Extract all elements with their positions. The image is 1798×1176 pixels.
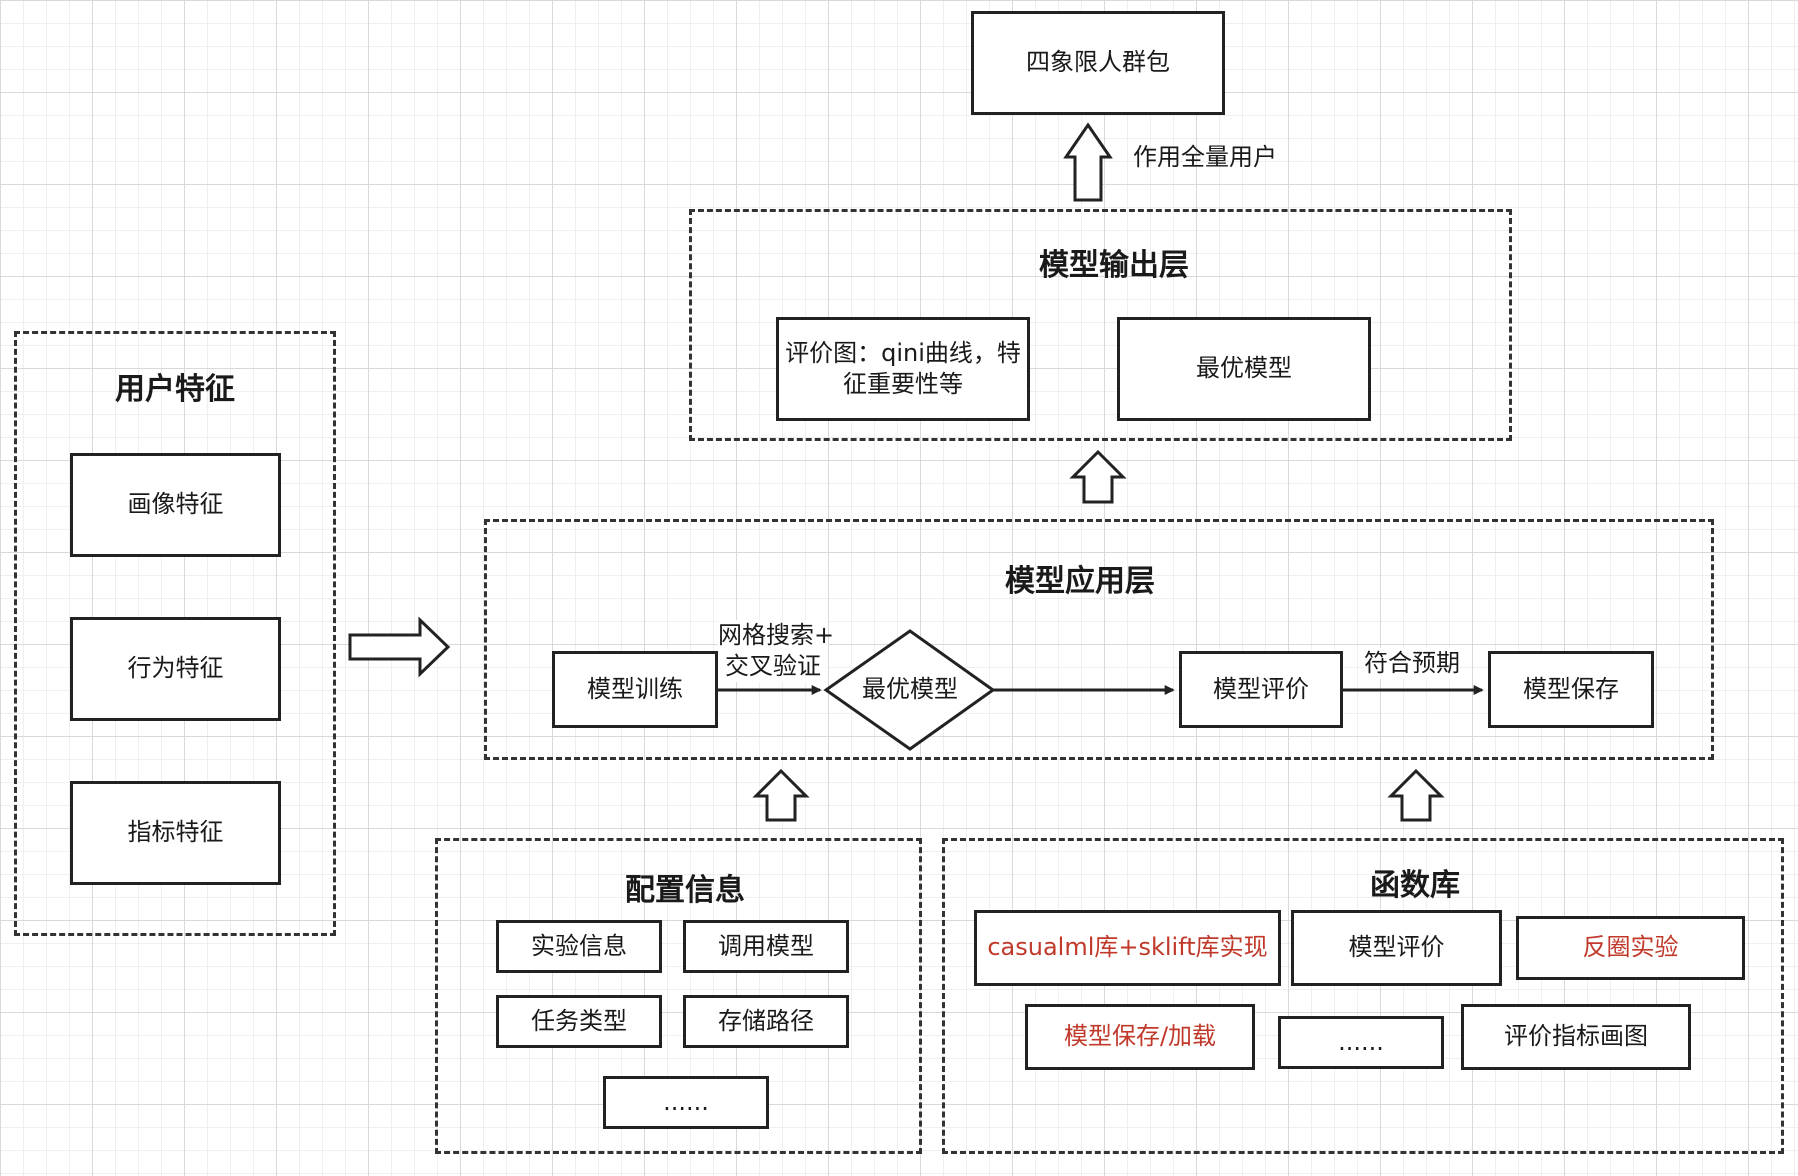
meets-expectation-label: 符合预期 xyxy=(1364,648,1460,680)
up-arrow-from-config xyxy=(752,768,810,822)
metric-features-box[interactable]: 指标特征 xyxy=(70,781,281,885)
behavior-features-box[interactable]: 行为特征 xyxy=(70,617,281,721)
config-more-box[interactable]: ...... xyxy=(603,1076,769,1129)
up-arrow-from-library xyxy=(1387,768,1445,822)
counter-circle-experiment-box[interactable]: 反圈实验 xyxy=(1516,916,1745,980)
task-type-box[interactable]: 任务类型 xyxy=(496,995,662,1048)
best-model-diamond xyxy=(823,629,996,751)
model-application-layer xyxy=(484,519,1714,760)
model-save-box[interactable]: 模型保存 xyxy=(1488,651,1654,728)
right-arrow-to-application-layer xyxy=(348,616,451,678)
grid-search-label: 网格搜索+ 交叉验证 xyxy=(718,620,834,683)
portrait-features-box[interactable]: 画像特征 xyxy=(70,453,281,557)
model-output-layer xyxy=(689,209,1512,441)
decision-best-model-label[interactable]: 最优模型 xyxy=(862,675,958,703)
library-more-box[interactable]: ...... xyxy=(1278,1016,1444,1069)
model-training-box[interactable]: 模型训练 xyxy=(552,651,718,728)
up-arrow-to-output-layer xyxy=(1069,449,1127,504)
up-arrow-to-crowd-pack xyxy=(1063,122,1113,202)
model-output-layer-title: 模型输出层 xyxy=(1039,248,1189,283)
eval-metric-plot-box[interactable]: 评价指标画图 xyxy=(1461,1004,1691,1070)
model-application-layer-title: 模型应用层 xyxy=(1005,564,1155,599)
config-info-group xyxy=(435,838,922,1154)
evaluation-chart-box[interactable]: 评价图：qini曲线，特征重要性等 xyxy=(776,317,1030,421)
storage-path-box[interactable]: 存储路径 xyxy=(683,995,849,1048)
crowd-pack-box[interactable]: 四象限人群包 xyxy=(971,11,1225,115)
causalml-sklift-box[interactable]: casualml库+sklift库实现 xyxy=(974,910,1281,986)
user-features-title: 用户特征 xyxy=(115,372,235,407)
output-best-model-box[interactable]: 最优模型 xyxy=(1117,317,1371,421)
model-evaluation-box[interactable]: 模型评价 xyxy=(1179,651,1343,728)
function-library-group xyxy=(942,838,1784,1154)
function-library-title: 函数库 xyxy=(1370,868,1460,903)
experiment-info-box[interactable]: 实验信息 xyxy=(496,920,662,973)
config-info-title: 配置信息 xyxy=(625,873,745,908)
invoke-model-box[interactable]: 调用模型 xyxy=(683,920,849,973)
apply-all-users-label: 作用全量用户 xyxy=(1133,143,1277,171)
user-features-group xyxy=(14,331,336,936)
library-model-eval-box[interactable]: 模型评价 xyxy=(1291,910,1502,986)
model-save-load-box[interactable]: 模型保存/加载 xyxy=(1025,1004,1255,1070)
